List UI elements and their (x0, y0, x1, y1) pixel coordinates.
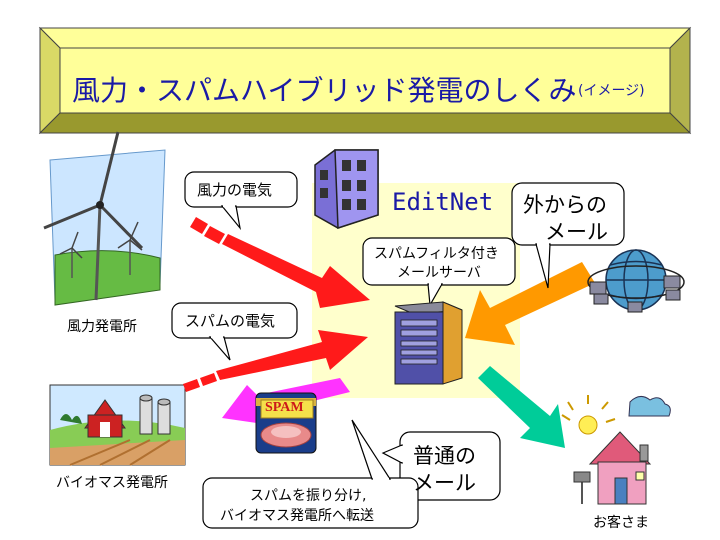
arrow-external-mail (465, 262, 595, 345)
arrow-server-to-customer (478, 366, 565, 448)
sort-label-2: バイオマス発電所へ転送 (220, 508, 374, 524)
spam-can-image (255, 392, 317, 454)
normal-mail-label-2: メール (413, 471, 476, 495)
page-title-suffix: (イメージ) (578, 83, 645, 99)
external-mail-label-1: 外からの (523, 193, 607, 217)
normal-mail-label-1: 普通の (413, 444, 476, 468)
bubble-spam-power (171, 302, 298, 361)
bubble-wind-power (184, 171, 298, 231)
wind-power-label: 風力の電気 (197, 181, 273, 199)
biomass-plant-label: バイオマス発電所 (56, 475, 168, 491)
server-icon (394, 301, 463, 385)
page-title: 風力・スパムハイブリッド発電のしくみ (72, 74, 577, 107)
wind-plant-label: 風力発電所 (67, 319, 137, 335)
filter-server-label-2: メールサーバ (397, 265, 481, 281)
customer-label: お客さま (593, 515, 649, 531)
sort-label-1: スパムを振り分け, (250, 488, 367, 504)
wind-farm-illustration (43, 131, 166, 306)
bubble-filter-server (362, 237, 516, 307)
filter-server-label-1: スパムフィルタ付き (374, 246, 499, 262)
arrow-server-to-biomass (183, 330, 368, 392)
bubble-normal-mail (381, 431, 501, 501)
building-icon (314, 149, 379, 230)
title-banner (38, 26, 692, 135)
spam-can-label: SPAM (265, 400, 304, 415)
farm-illustration (49, 384, 186, 466)
globe-network-icon (587, 249, 685, 313)
house-icon (561, 395, 671, 505)
server-name: EditNet (392, 188, 494, 216)
spam-power-label: スパムの電気 (185, 312, 276, 330)
bubble-sort-spam (202, 419, 419, 529)
arrow-wind-to-server (190, 217, 370, 308)
bubble-external-mail (511, 182, 625, 289)
external-mail-label-2: メール (545, 220, 608, 244)
